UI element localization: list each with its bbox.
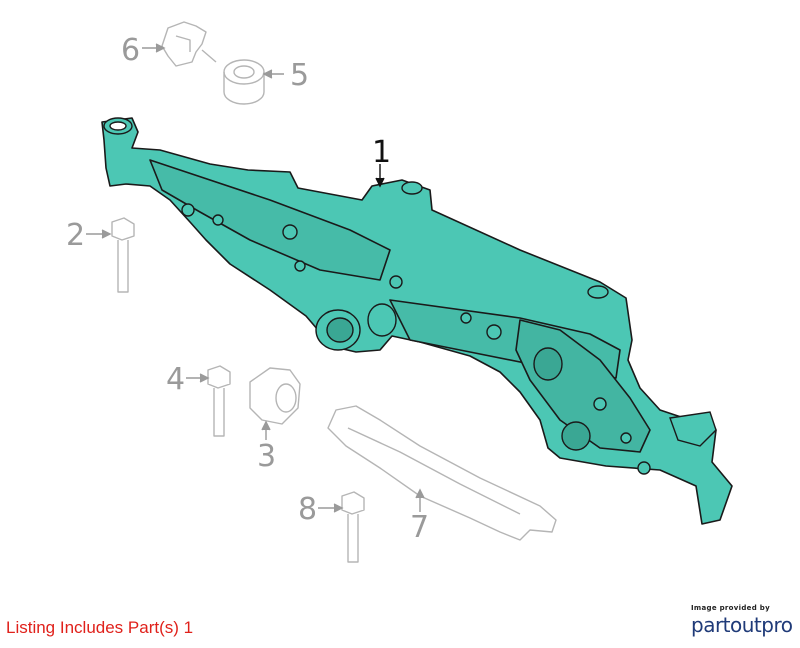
bushing-part-3 xyxy=(249,367,301,425)
credit-caption: Image provided by xyxy=(691,604,770,612)
bushing-part-5 xyxy=(223,59,265,105)
callout-4: 4 xyxy=(166,362,185,397)
callout-7: 7 xyxy=(410,510,429,545)
callout-3: 3 xyxy=(257,439,276,474)
brace-part-7 xyxy=(327,405,557,541)
image-credit: Image provided by partoutpro xyxy=(691,604,793,637)
bolt-part-4 xyxy=(207,365,231,437)
listing-includes-text: Listing Includes Part(s) 1 xyxy=(6,618,194,637)
bolt-part-8 xyxy=(341,491,365,563)
subframe-part-1[interactable] xyxy=(101,117,733,525)
callout-8: 8 xyxy=(298,492,317,527)
callout-1: 1 xyxy=(372,135,391,170)
subframe-details xyxy=(103,117,717,475)
leader-arrows xyxy=(86,43,425,513)
mount-bracket-part-6 xyxy=(161,21,217,67)
bolt-part-2 xyxy=(111,217,135,293)
callout-6: 6 xyxy=(121,33,140,68)
callout-2: 2 xyxy=(66,218,85,253)
partoutpro-logo: partoutpro xyxy=(691,613,793,637)
callout-5: 5 xyxy=(290,58,309,93)
